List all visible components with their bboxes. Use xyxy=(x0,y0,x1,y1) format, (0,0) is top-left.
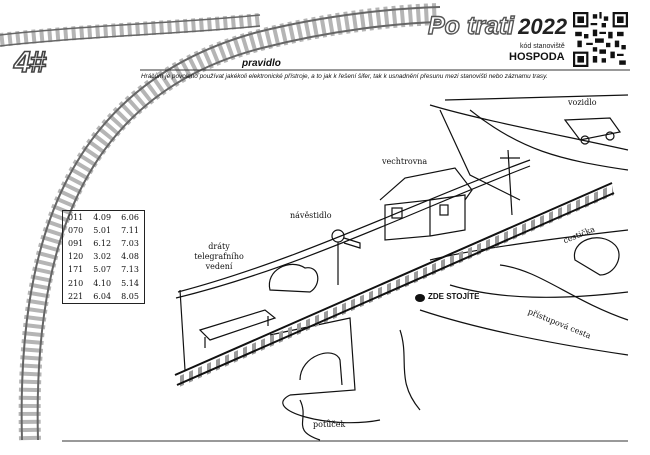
station-number: 4# xyxy=(13,45,47,80)
table-cell: 210 xyxy=(68,278,84,288)
rules-heading: pravidlo xyxy=(242,58,281,69)
table-cell: 7.13 xyxy=(121,265,139,275)
label-draty-line1: dráty xyxy=(208,242,230,251)
station-place: HOSPODA xyxy=(509,51,565,63)
station-code-label: kód stanoviště xyxy=(520,43,565,50)
table-cell: 5.01 xyxy=(93,225,112,235)
table-cell: 171 xyxy=(68,265,84,275)
label-navestidlo: návěstidlo xyxy=(290,211,332,220)
label-potucek: potůček xyxy=(313,420,346,429)
table-cell: 070 xyxy=(68,225,84,235)
table-cell: 6.04 xyxy=(93,291,112,301)
table-cell: 6.06 xyxy=(121,212,139,222)
table-cell: 011 xyxy=(68,212,84,222)
table-row: 171 5.07 7.13 xyxy=(63,264,144,277)
landscape-sketch xyxy=(175,94,629,441)
table-cell: 4.08 xyxy=(121,252,139,262)
table-cell: 4.09 xyxy=(93,212,112,222)
table-cell: 8.05 xyxy=(121,291,139,301)
decorative-rail-track xyxy=(0,3,441,441)
table-cell: 7.03 xyxy=(121,238,139,248)
table-row: 070 5.01 7.11 xyxy=(63,224,144,237)
table-cell: 120 xyxy=(68,252,84,262)
table-cell: 091 xyxy=(68,238,84,248)
title-year: 2022 xyxy=(518,14,568,39)
table-cell: 221 xyxy=(68,291,84,301)
label-draty-line3: vedení xyxy=(205,262,233,271)
table-cell: 6.12 xyxy=(93,238,112,248)
table-cell: 7.11 xyxy=(121,225,139,235)
label-vechtrovna: vechtrovna xyxy=(382,157,428,166)
table-cell: 5.07 xyxy=(93,265,112,275)
table-row: 120 3.02 4.08 xyxy=(63,251,144,264)
page-title: Po trati xyxy=(427,11,515,40)
table-row: 221 6.04 8.05 xyxy=(63,290,144,303)
label-vozidlo: vozidlo xyxy=(568,98,597,107)
rules-text: Hráčům je povoleno používat jakékoli ele… xyxy=(141,73,548,80)
label-draty-line2: telegrafního xyxy=(194,252,244,261)
railway-track xyxy=(174,182,615,388)
qr-code xyxy=(573,12,628,67)
table-row: 210 4.10 5.14 xyxy=(63,277,144,290)
label-zde-stojite: ZDE STOJÍTE xyxy=(428,292,480,301)
table-cell: 5.14 xyxy=(121,278,139,288)
table-row: 091 6.12 7.03 xyxy=(63,237,144,250)
table-cell: 4.10 xyxy=(93,278,112,288)
you-are-here-dot xyxy=(415,294,425,302)
label-draty: dráty telegrafního vedení xyxy=(191,242,247,272)
cipher-table: 011 4.09 6.06 070 5.01 7.11 091 6.12 7.03 120 3.02… xyxy=(62,210,145,305)
table-cell: 3.02 xyxy=(93,252,112,262)
table-row: 011 4.09 6.06 xyxy=(63,211,144,224)
